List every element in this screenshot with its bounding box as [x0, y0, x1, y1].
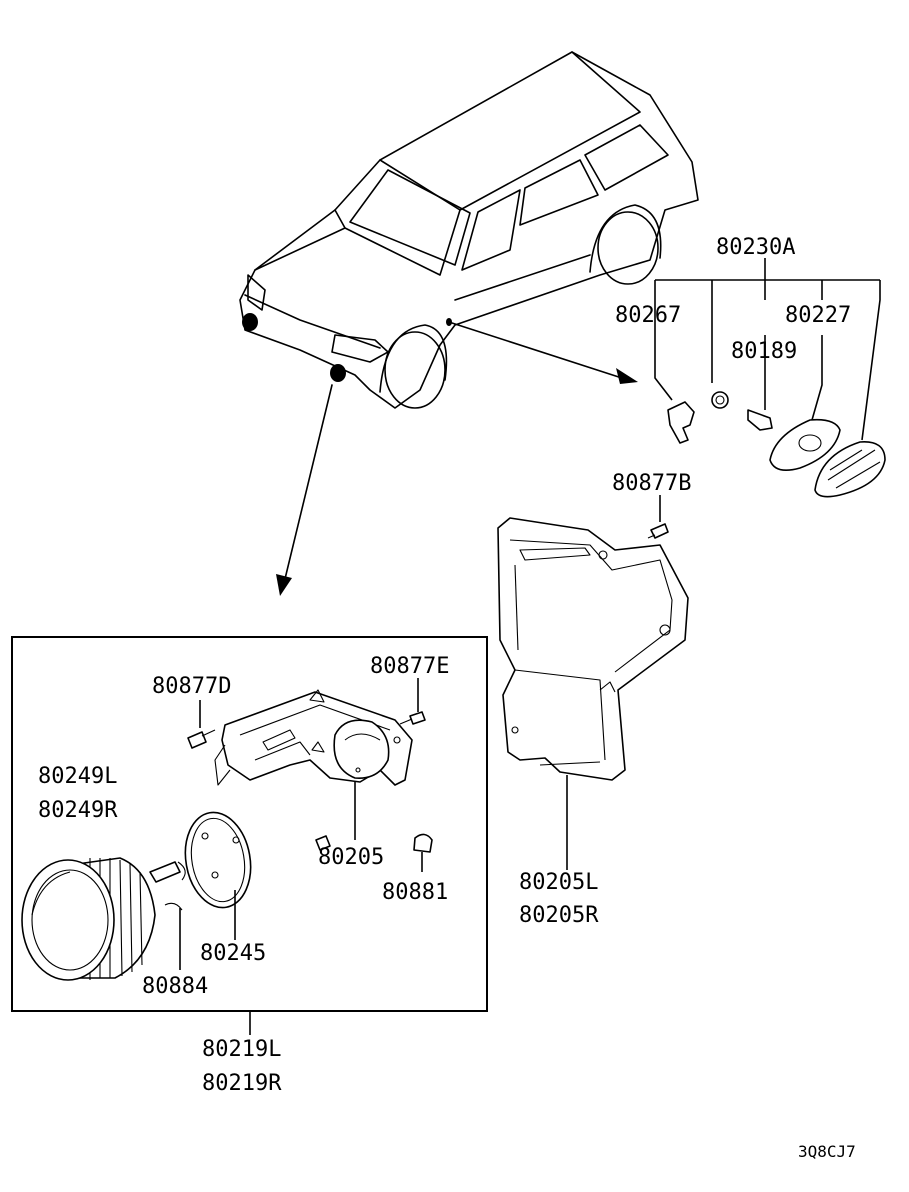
screw-80877E: [399, 678, 426, 725]
screw-80877D: [187, 700, 216, 749]
label-80227: 80227: [785, 303, 851, 328]
label-80877D: 80877D: [152, 674, 231, 699]
bracket-fastener: [315, 835, 331, 851]
screw-80884: [149, 861, 186, 970]
gasket-80245: [184, 811, 252, 940]
label-80219L: 80219L: [202, 1037, 281, 1062]
fog-lamp-80249: [21, 857, 156, 981]
label-80884: 80884: [142, 974, 208, 999]
label-80219R: 80219R: [202, 1071, 282, 1096]
vehicle-illustration: [239, 51, 699, 409]
label-80881: 80881: [382, 880, 448, 905]
diagram-code: 3Q8CJ7: [798, 1142, 856, 1161]
label-80230A: 80230A: [716, 235, 795, 260]
label-80877E: 80877E: [370, 654, 449, 679]
clip-80881: [413, 833, 433, 872]
screw-80877B: [647, 495, 669, 539]
label-80267: 80267: [615, 303, 681, 328]
label-80205R: 80205R: [519, 903, 599, 928]
label-80249L: 80249L: [38, 764, 117, 789]
label-80877B: 80877B: [612, 471, 691, 496]
fog-lamp-bracket: [214, 689, 413, 786]
label-80189: 80189: [731, 339, 797, 364]
label-80245: 80245: [200, 941, 266, 966]
label-80205L: 80205L: [519, 870, 598, 895]
label-80249R: 80249R: [38, 798, 118, 823]
bracket-80205: [497, 517, 689, 870]
side-marker-assembly: [654, 258, 886, 498]
label-80205: 80205: [318, 845, 384, 870]
callout-arrows: [276, 322, 638, 596]
